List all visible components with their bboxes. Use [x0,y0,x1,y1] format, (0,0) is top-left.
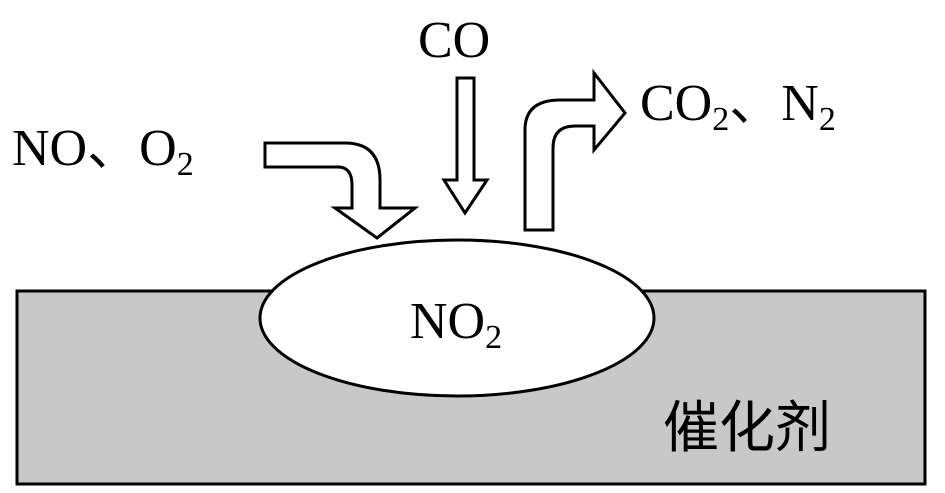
adsorbed-no-text: NO [410,293,485,350]
reactant-o-subscript: 2 [177,146,194,183]
catalyst-label: 催化剂 [663,396,831,461]
product-separator: 、 [729,75,781,132]
reactant-no-text: NO [12,120,87,177]
reactant-inflow-arrow [263,141,420,240]
reactant-separator: 、 [87,120,139,177]
product-outflow-arrow [523,68,627,232]
products-label: CO2、N2 [640,75,836,138]
adsorbed-no2-ellipse [258,238,656,398]
co-inflow-arrow [441,76,490,216]
adsorbed-no-subscript: 2 [485,319,502,356]
product-n-subscript: 2 [819,101,836,138]
product-co-subscript: 2 [712,101,729,138]
product-n-text: N [781,75,819,132]
reactant-o-text: O [139,120,177,177]
product-co-text: CO [640,75,712,132]
reactants-label: NO、O2 [12,120,194,183]
adsorbed-no2-label: NO2 [410,293,502,356]
co-label: CO [418,12,490,69]
